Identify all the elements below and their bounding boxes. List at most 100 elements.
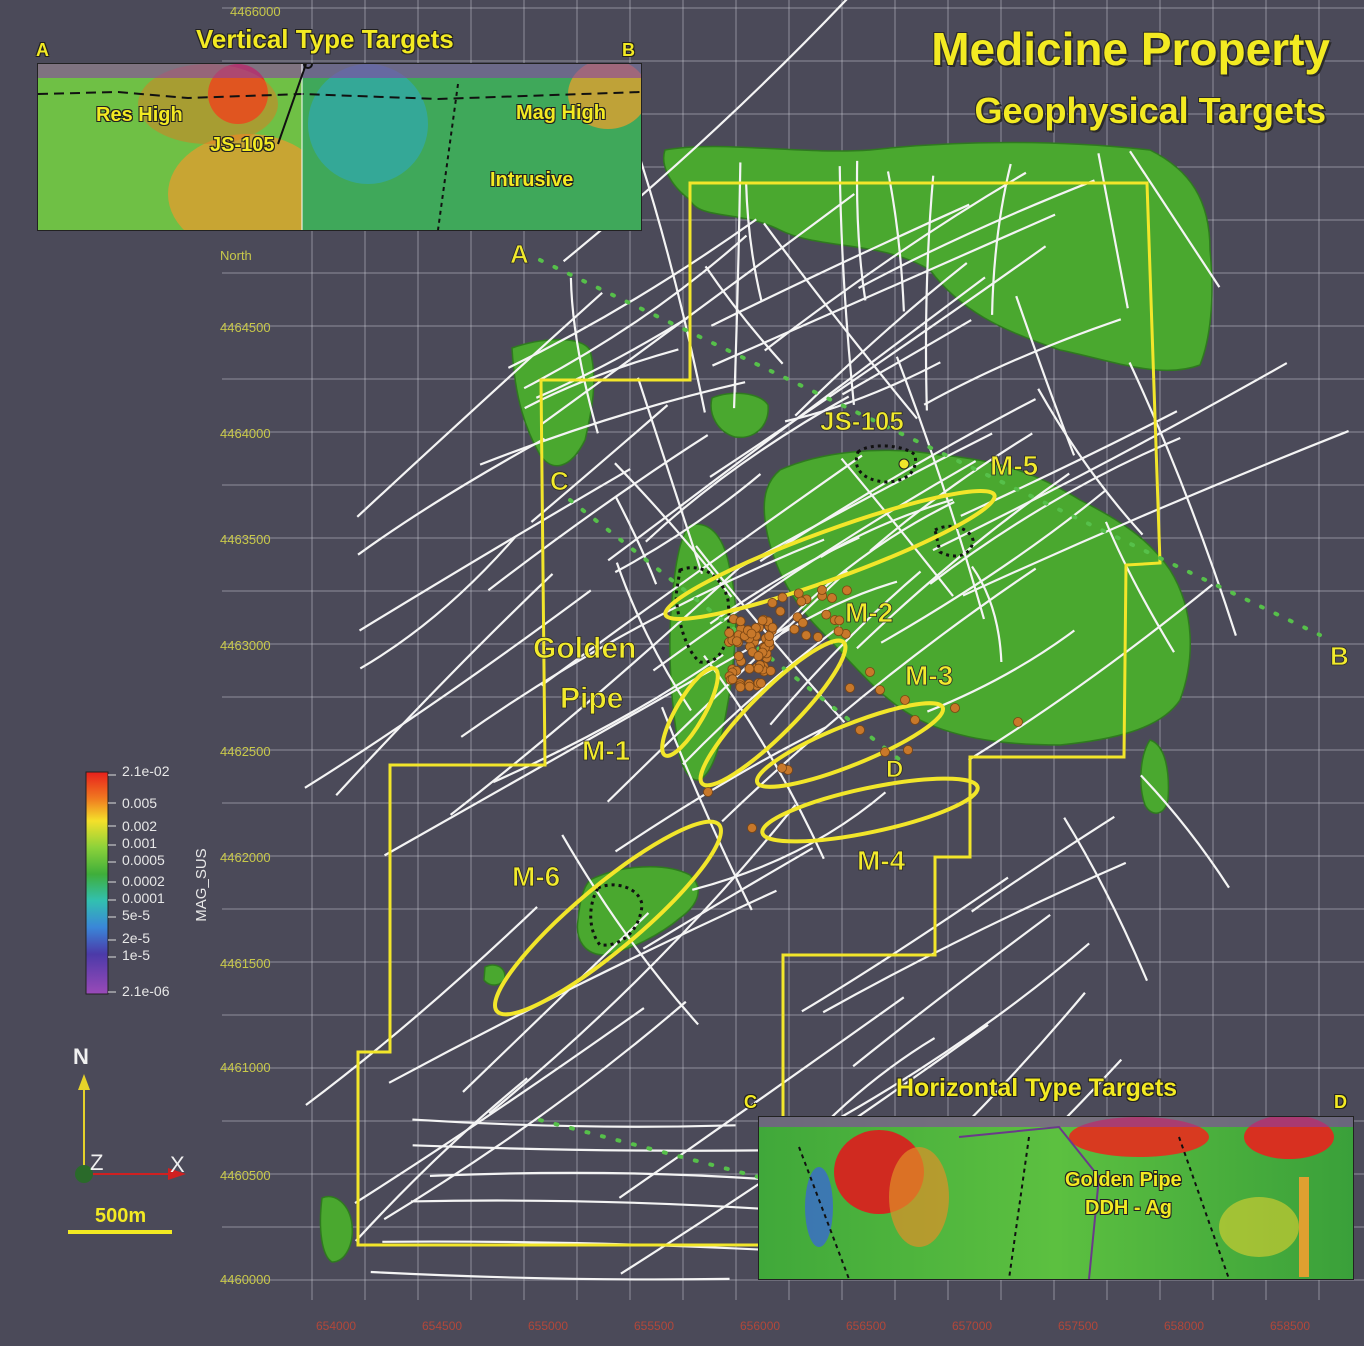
drillhole-marker <box>727 674 738 685</box>
fault-line <box>923 318 1122 406</box>
drillhole-marker <box>796 596 807 607</box>
target-ellipses <box>493 489 997 1017</box>
drillhole-marker <box>855 725 865 735</box>
horizontal-section-inset: Golden Pipe DDH - Ag <box>758 1116 1354 1280</box>
northing-tick: 4464000 <box>220 426 271 441</box>
fault-line <box>704 265 784 365</box>
drillhole-marker <box>827 593 837 603</box>
mag-anomaly-north <box>663 141 1213 372</box>
drillhole-marker <box>703 787 713 797</box>
drillhole-marker <box>753 663 764 674</box>
target-outlines <box>589 444 975 947</box>
fault-line <box>932 362 1288 552</box>
fault-line <box>1140 774 1230 889</box>
easting-tick: 654000 <box>316 1319 356 1333</box>
drillhole-marker <box>756 678 766 689</box>
map-title: Medicine Property <box>931 23 1330 75</box>
section-line-cd <box>568 498 902 762</box>
drillhole-marker <box>764 631 775 641</box>
js105-outline <box>854 444 918 484</box>
fault-line <box>763 222 918 420</box>
fault-line <box>429 1171 779 1182</box>
drillhole-marker <box>735 682 746 693</box>
fault-line <box>971 815 1115 913</box>
scale-bar-label: 500m <box>95 1205 146 1227</box>
drillhole-marker <box>801 630 812 641</box>
drillhole-marker <box>733 651 744 661</box>
northing-axis: 4466000 4464500 4464000 4463500 4463000 … <box>220 4 281 1287</box>
res-high-label: Res High <box>96 104 183 126</box>
fault-line <box>541 193 855 425</box>
fault-line <box>962 430 1349 597</box>
fault-line <box>852 914 1051 1068</box>
fault-line <box>824 942 1090 1127</box>
fault-line <box>990 163 1012 315</box>
fault-line <box>1037 388 1144 536</box>
drillhole-marker <box>753 651 764 661</box>
legend-tick-label: 0.005 <box>122 795 158 811</box>
drillhole-marker <box>842 585 852 596</box>
northing-tick: 4463000 <box>220 638 271 653</box>
fault-line <box>855 160 867 301</box>
fault-line <box>682 625 841 766</box>
fault-line <box>359 536 516 670</box>
drillhole-marker <box>910 715 920 725</box>
fault-line <box>487 434 709 592</box>
drillhole-marker <box>744 681 755 692</box>
fault-line <box>764 171 1027 352</box>
fault-line <box>615 562 692 712</box>
fault-line <box>968 583 1214 761</box>
north-arrow-label: N <box>73 1044 89 1069</box>
easting-tick: 658500 <box>1270 1319 1310 1333</box>
drillhole-marker <box>767 622 778 633</box>
fault-line <box>822 861 1127 1014</box>
horizontal-inset-end-c: C <box>744 1092 757 1112</box>
northing-tick: 4461500 <box>220 956 271 971</box>
fault-line <box>703 655 825 860</box>
drillhole-cluster <box>703 585 1023 833</box>
fault-line <box>858 179 1095 289</box>
drillhole-marker <box>833 626 844 637</box>
vertical-section-inset: Res High JS-105 Mag High Intrusive <box>37 63 642 231</box>
mag-anomaly-west <box>511 338 595 467</box>
fault-line <box>358 468 631 632</box>
fault-line <box>614 462 733 598</box>
drillhole-marker <box>765 666 776 676</box>
fault-line <box>370 1270 730 1281</box>
mag-anomaly-east <box>1140 739 1170 814</box>
drillhole-marker <box>775 606 786 617</box>
fault-line <box>661 706 753 911</box>
easting-tick: 657500 <box>1058 1319 1098 1333</box>
fault-line <box>929 436 1181 585</box>
drillhole-marker <box>813 632 823 642</box>
legend-title: MAG_SUS <box>193 848 210 921</box>
fault-line <box>924 175 935 411</box>
drillhole-marker <box>735 616 746 627</box>
horizontal-inset-title: Horizontal Type Targets <box>896 1074 1178 1102</box>
drillhole-marker <box>1013 717 1023 727</box>
fault-line <box>614 495 658 585</box>
mag-high-label: Mag High <box>516 102 606 124</box>
fault-line <box>759 398 1037 563</box>
northing-tick: 4460000 <box>220 1272 271 1287</box>
fault-line <box>561 834 699 1026</box>
fault-line <box>304 589 592 789</box>
fault-line <box>569 277 599 434</box>
fault-line <box>354 1077 528 1242</box>
target-label-m3: M-3 <box>905 660 953 691</box>
drillhole-marker <box>880 747 890 757</box>
drillhole-marker <box>777 763 787 773</box>
legend-tick-label: 0.0001 <box>122 890 165 906</box>
drillhole-marker <box>821 609 832 620</box>
axes-triad: N Z X <box>73 1044 186 1183</box>
fault-line <box>614 726 827 853</box>
legend-tick-label: 1e-5 <box>122 947 151 963</box>
drillhole-marker <box>900 695 910 705</box>
legend-tick-marks <box>108 774 116 993</box>
fault-line <box>1063 817 1149 982</box>
fault-line <box>410 1199 799 1213</box>
fault-line <box>880 490 1106 644</box>
legend-tick-label: 2.1e-06 <box>122 983 170 999</box>
x-axis-label: X <box>170 1152 185 1177</box>
